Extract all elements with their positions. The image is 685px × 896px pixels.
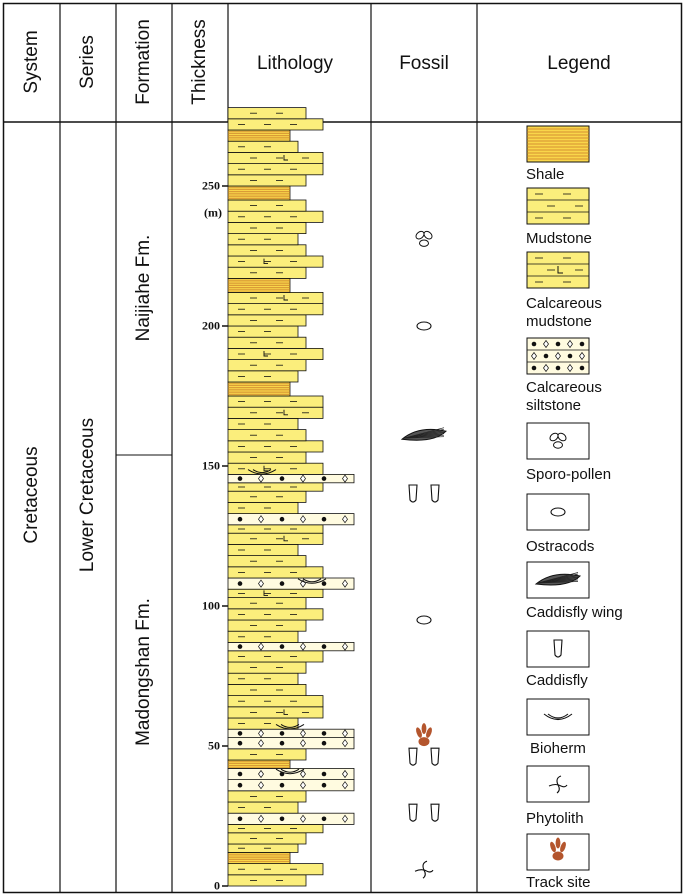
legend-swatch-phytolith bbox=[526, 765, 590, 803]
caddisfly-case-icon bbox=[430, 803, 440, 822]
caddisfly-case-icon bbox=[553, 639, 563, 658]
caddisfly-wing-icon bbox=[400, 427, 447, 441]
phytolith-icon bbox=[414, 860, 434, 879]
sporo-pollen-icon bbox=[549, 432, 567, 449]
legend-swatch-calc-mudstone bbox=[526, 251, 590, 289]
caddisfly-case-icon bbox=[430, 747, 440, 766]
fossil-occurrence-caddisfly bbox=[408, 803, 440, 822]
track-site-icon bbox=[550, 837, 566, 861]
tick-label: 200 bbox=[202, 318, 220, 333]
legend-label-shale: Shale bbox=[526, 166, 565, 183]
legend-label-sporo-pollen: Sporo-pollen bbox=[526, 466, 612, 483]
bioherm-icon bbox=[543, 713, 573, 721]
legend-label-calc-siltstone: Calcareous siltstone bbox=[526, 379, 602, 414]
fossil-occurrence-track-site bbox=[416, 723, 432, 747]
caddisfly-case-icon bbox=[408, 803, 418, 822]
lithology-bed-calc-siltstone bbox=[227, 513, 355, 526]
caddisfly-case-icon bbox=[408, 484, 418, 503]
legend-swatch-caddisfly-wing bbox=[526, 561, 590, 599]
fossil-occurrence-caddisfly bbox=[408, 484, 440, 503]
legend-swatch-mudstone bbox=[526, 187, 590, 225]
tick-label: 250 bbox=[202, 178, 220, 193]
lithology-bed-shale bbox=[227, 185, 291, 201]
header-lithology: Lithology bbox=[256, 53, 334, 74]
legend-swatch-bioherm bbox=[526, 698, 590, 736]
legend-swatch-ostracods bbox=[526, 493, 590, 531]
tick-label: 50 bbox=[208, 738, 220, 753]
thickness-unit: (m) bbox=[204, 205, 222, 220]
caddisfly-case-icon bbox=[430, 484, 440, 503]
phytolith-icon bbox=[548, 775, 568, 794]
tick-label: 0 bbox=[214, 878, 220, 893]
caddisfly-case-icon bbox=[408, 747, 418, 766]
legend-swatch-shale bbox=[526, 125, 590, 163]
header-fossil: Fossil bbox=[399, 53, 449, 74]
legend-swatch-calc-siltstone bbox=[526, 337, 590, 375]
legend-label-caddisfly-wing: Caddisfly wing bbox=[526, 604, 623, 621]
sporo-pollen-icon bbox=[415, 230, 433, 247]
lithology-bed-shale bbox=[227, 759, 291, 769]
legend-label-track-site: Track site bbox=[526, 874, 591, 891]
legend-swatch-sporo-pollen bbox=[526, 422, 590, 460]
fossil-occurrence-caddisfly-wing bbox=[400, 427, 447, 441]
tick-label: 150 bbox=[202, 458, 220, 473]
bioherm-mark bbox=[275, 723, 305, 730]
legend-label-mudstone: Mudstone bbox=[526, 230, 592, 247]
legend-label-phytolith: Phytolith bbox=[526, 810, 584, 827]
lithology-bed-calc-siltstone bbox=[227, 473, 355, 484]
lithology-bed-shale bbox=[227, 277, 291, 293]
legend-label-ostracods: Ostracods bbox=[526, 538, 595, 555]
lithology-bed-mudstone bbox=[227, 107, 307, 120]
bioherm-mark bbox=[297, 578, 327, 584]
track-site-icon bbox=[416, 723, 432, 747]
fossil-occurrence-sporo-pollen bbox=[415, 230, 433, 247]
fossil-occurrence-ostracods bbox=[416, 615, 432, 625]
legend-label-bioherm: Bioherm bbox=[530, 740, 586, 757]
header-legend: Legend bbox=[547, 53, 611, 74]
legend-label-calc-mudstone: Calcareous mudstone bbox=[526, 295, 602, 330]
ostracod-icon bbox=[416, 321, 432, 331]
ostracod-icon bbox=[550, 507, 566, 517]
lithology-bed-calc-siltstone bbox=[227, 642, 355, 652]
legend-swatch-track-site bbox=[526, 833, 590, 871]
legend-swatch-caddisfly bbox=[526, 630, 590, 668]
caddisfly-wing-icon bbox=[534, 572, 581, 586]
lithology-bed-calc-siltstone bbox=[227, 728, 355, 739]
fossil-occurrence-ostracods bbox=[416, 321, 432, 331]
fossil-occurrence-phytolith bbox=[414, 860, 434, 879]
tick-label: 100 bbox=[202, 598, 220, 613]
lithology-bed-shale bbox=[227, 381, 291, 397]
ostracod-icon bbox=[416, 615, 432, 625]
legend-label-caddisfly: Caddisfly bbox=[526, 672, 588, 689]
fossil-occurrence-caddisfly bbox=[408, 747, 440, 766]
bioherm-mark bbox=[247, 469, 277, 475]
bioherm-mark bbox=[275, 768, 305, 775]
